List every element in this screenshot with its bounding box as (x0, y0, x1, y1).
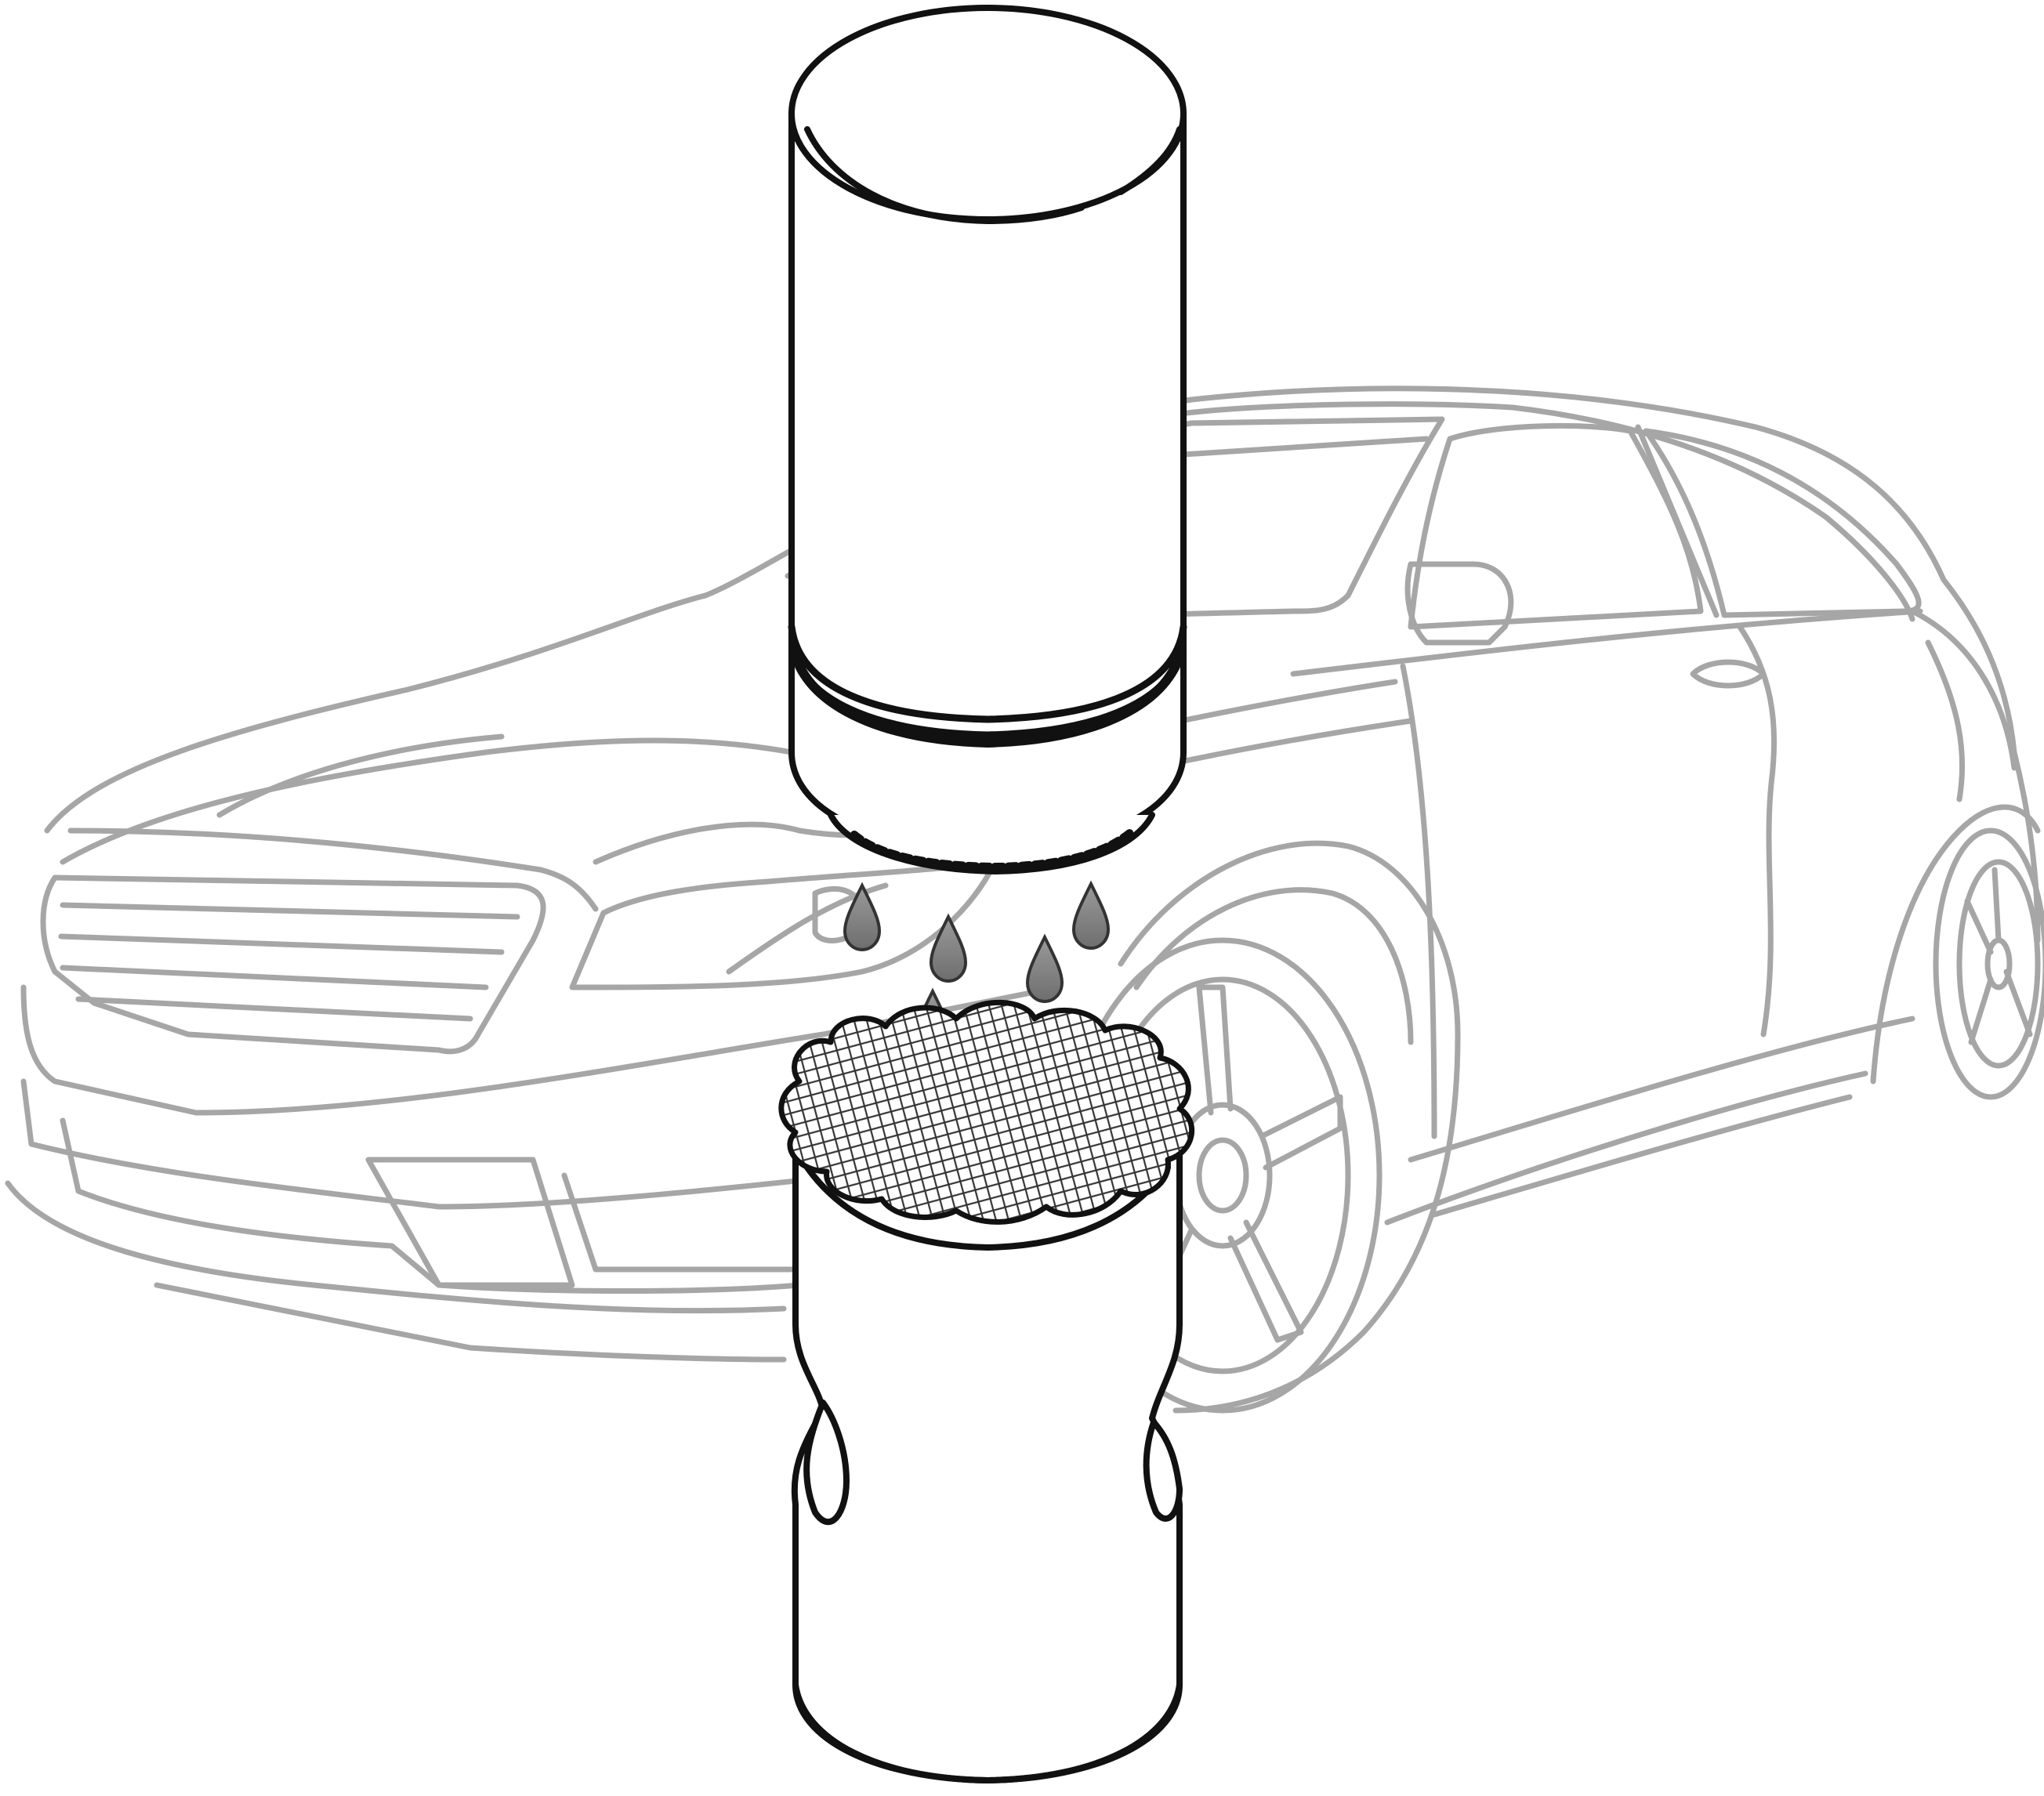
rocker (1384, 1070, 1868, 1226)
front-spoke-1 (1196, 984, 1234, 1116)
front-spoke-2 (1259, 1094, 1343, 1171)
front-wheel-arch (1118, 840, 1461, 1414)
bumper-splitter (5, 1180, 787, 1314)
grille-bar-2 (58, 933, 505, 955)
rear-spoke-1 (1991, 867, 2002, 943)
side-mirror (1404, 561, 1514, 646)
rear-quarter (1925, 639, 1966, 802)
door-front (1400, 663, 1437, 1139)
filter-gasket-band (788, 623, 1187, 723)
oil-drop-icon (1071, 880, 1111, 951)
bumper-mid (20, 1078, 850, 1210)
rear-spoke-3 (1968, 976, 1994, 1045)
oil-filter-lower (778, 999, 1194, 1783)
filter-upper-threads (850, 827, 1136, 871)
grille-bar-1 (60, 902, 520, 920)
body-sill-lower (1431, 1094, 1853, 1218)
side-window-rear (1643, 428, 1922, 618)
door-handle (1690, 659, 1767, 689)
filter-upper-top-highlight (804, 126, 1085, 224)
grille-bar-4 (75, 996, 473, 1022)
front-spoke-3 (1227, 1219, 1304, 1343)
fog-surround (561, 1172, 795, 1273)
bumper-air-intake (365, 1157, 575, 1288)
door-rear (1737, 624, 1778, 1037)
side-window-front (1408, 422, 1704, 630)
grille-bar-3 (60, 965, 489, 990)
hood-crease (216, 733, 505, 818)
filter-element-mesh (778, 999, 1194, 1225)
oil-drop-icon (843, 882, 882, 952)
grille-outline (40, 874, 546, 1055)
oil-filter-upper (788, 5, 1187, 874)
body-beltline (1290, 608, 1923, 677)
body-sill (1408, 1016, 1915, 1163)
car-roof-line (44, 386, 2041, 943)
front-wheel-arch-inner (1133, 887, 1414, 1045)
filter-dent-right (1143, 1419, 1183, 1522)
rear-body (1909, 608, 2017, 771)
rear-spoke-4 (1964, 898, 1994, 955)
oil-drop-icon (929, 913, 968, 983)
filter-upper-base (828, 812, 1155, 874)
rear-spoke-2 (2003, 969, 2033, 1037)
car-roof-inner (1165, 401, 1915, 622)
rear-wheel-arch (1870, 804, 2041, 1084)
filter-lower-bottom (792, 1682, 1183, 1783)
hood-edge (67, 827, 599, 912)
filter-gasket-band-3 (795, 661, 1180, 748)
bumper-lip (154, 1282, 787, 1363)
front-hub (1196, 1137, 1249, 1214)
filter-upper-top-highlight-2 (1118, 126, 1183, 195)
filter-lower-rim (804, 1164, 1171, 1251)
b-pillar (1635, 424, 1720, 618)
oil-drop-icon (1025, 933, 1064, 1004)
rear-rim (1956, 859, 2041, 1069)
rear-tire (1933, 827, 2044, 1100)
filter-dent-left (803, 1400, 850, 1526)
bumper-lower-intake (60, 1117, 803, 1294)
